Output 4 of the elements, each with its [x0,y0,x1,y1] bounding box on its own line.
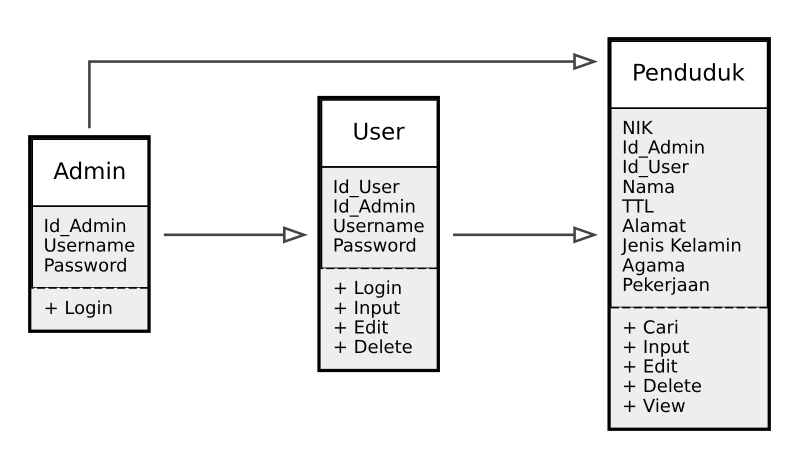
arrow [164,226,308,244]
arrow [453,226,598,244]
node-box: Penduduk NIK Id_Admin Id_User Nama TTL Alamat Jenis Kelamin Agama Pekerjaan + Cari + Input + Edit + Delete + View [607,37,771,431]
arrow [88,52,598,128]
